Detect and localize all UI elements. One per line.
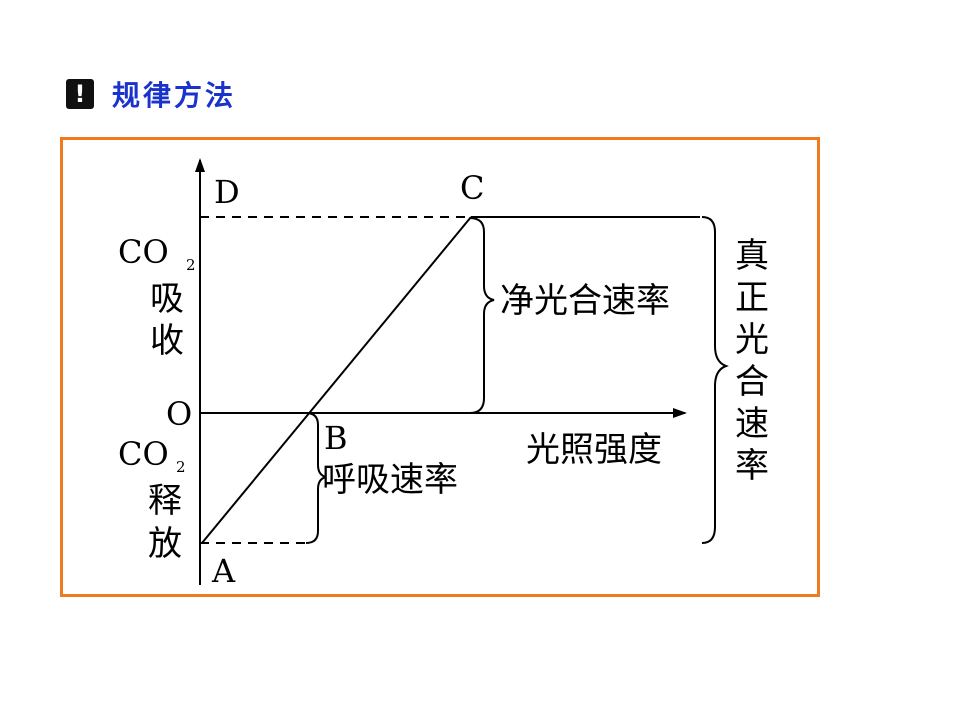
respiration-rate-label: 呼吸速率 — [322, 460, 458, 500]
respiration-brace — [305, 412, 327, 544]
point-label-b: B — [324, 419, 348, 457]
net-rate-brace — [469, 217, 495, 414]
true-rate-char-2: 正 — [735, 278, 769, 318]
diagram-frame — [60, 137, 820, 597]
point-label-d: D — [214, 173, 240, 211]
section-title: 规律方法 — [112, 79, 237, 112]
exclamation-badge-icon: ! — [66, 79, 94, 109]
co2-label-lower: CO — [118, 435, 169, 473]
y-label-absorb-1: 吸 — [150, 279, 184, 319]
true-rate-char-3: 光 — [735, 320, 769, 360]
rate-curve-rise — [201, 216, 472, 544]
point-label-o: O — [166, 395, 192, 433]
co2-subscript-lower: 2 — [176, 458, 186, 476]
co2-subscript-upper: 2 — [186, 256, 196, 274]
y-label-absorb-2: 收 — [150, 321, 184, 361]
y-label-release-2: 放 — [148, 524, 182, 564]
section-header: ! 规律方法 — [66, 76, 236, 112]
x-axis-label: 光照强度 — [526, 430, 662, 470]
true-rate-brace — [701, 216, 729, 544]
true-rate-char-5: 速 — [735, 404, 769, 444]
point-label-c: C — [460, 169, 484, 207]
point-label-a: A — [211, 552, 236, 590]
true-rate-char-4: 合 — [735, 362, 769, 402]
y-label-release-1: 释 — [148, 481, 182, 521]
net-rate-label: 净光合速率 — [500, 281, 670, 321]
co2-label-upper: CO — [118, 233, 169, 271]
true-rate-char-6: 率 — [735, 446, 769, 486]
true-rate-char-1: 真 — [735, 236, 769, 276]
